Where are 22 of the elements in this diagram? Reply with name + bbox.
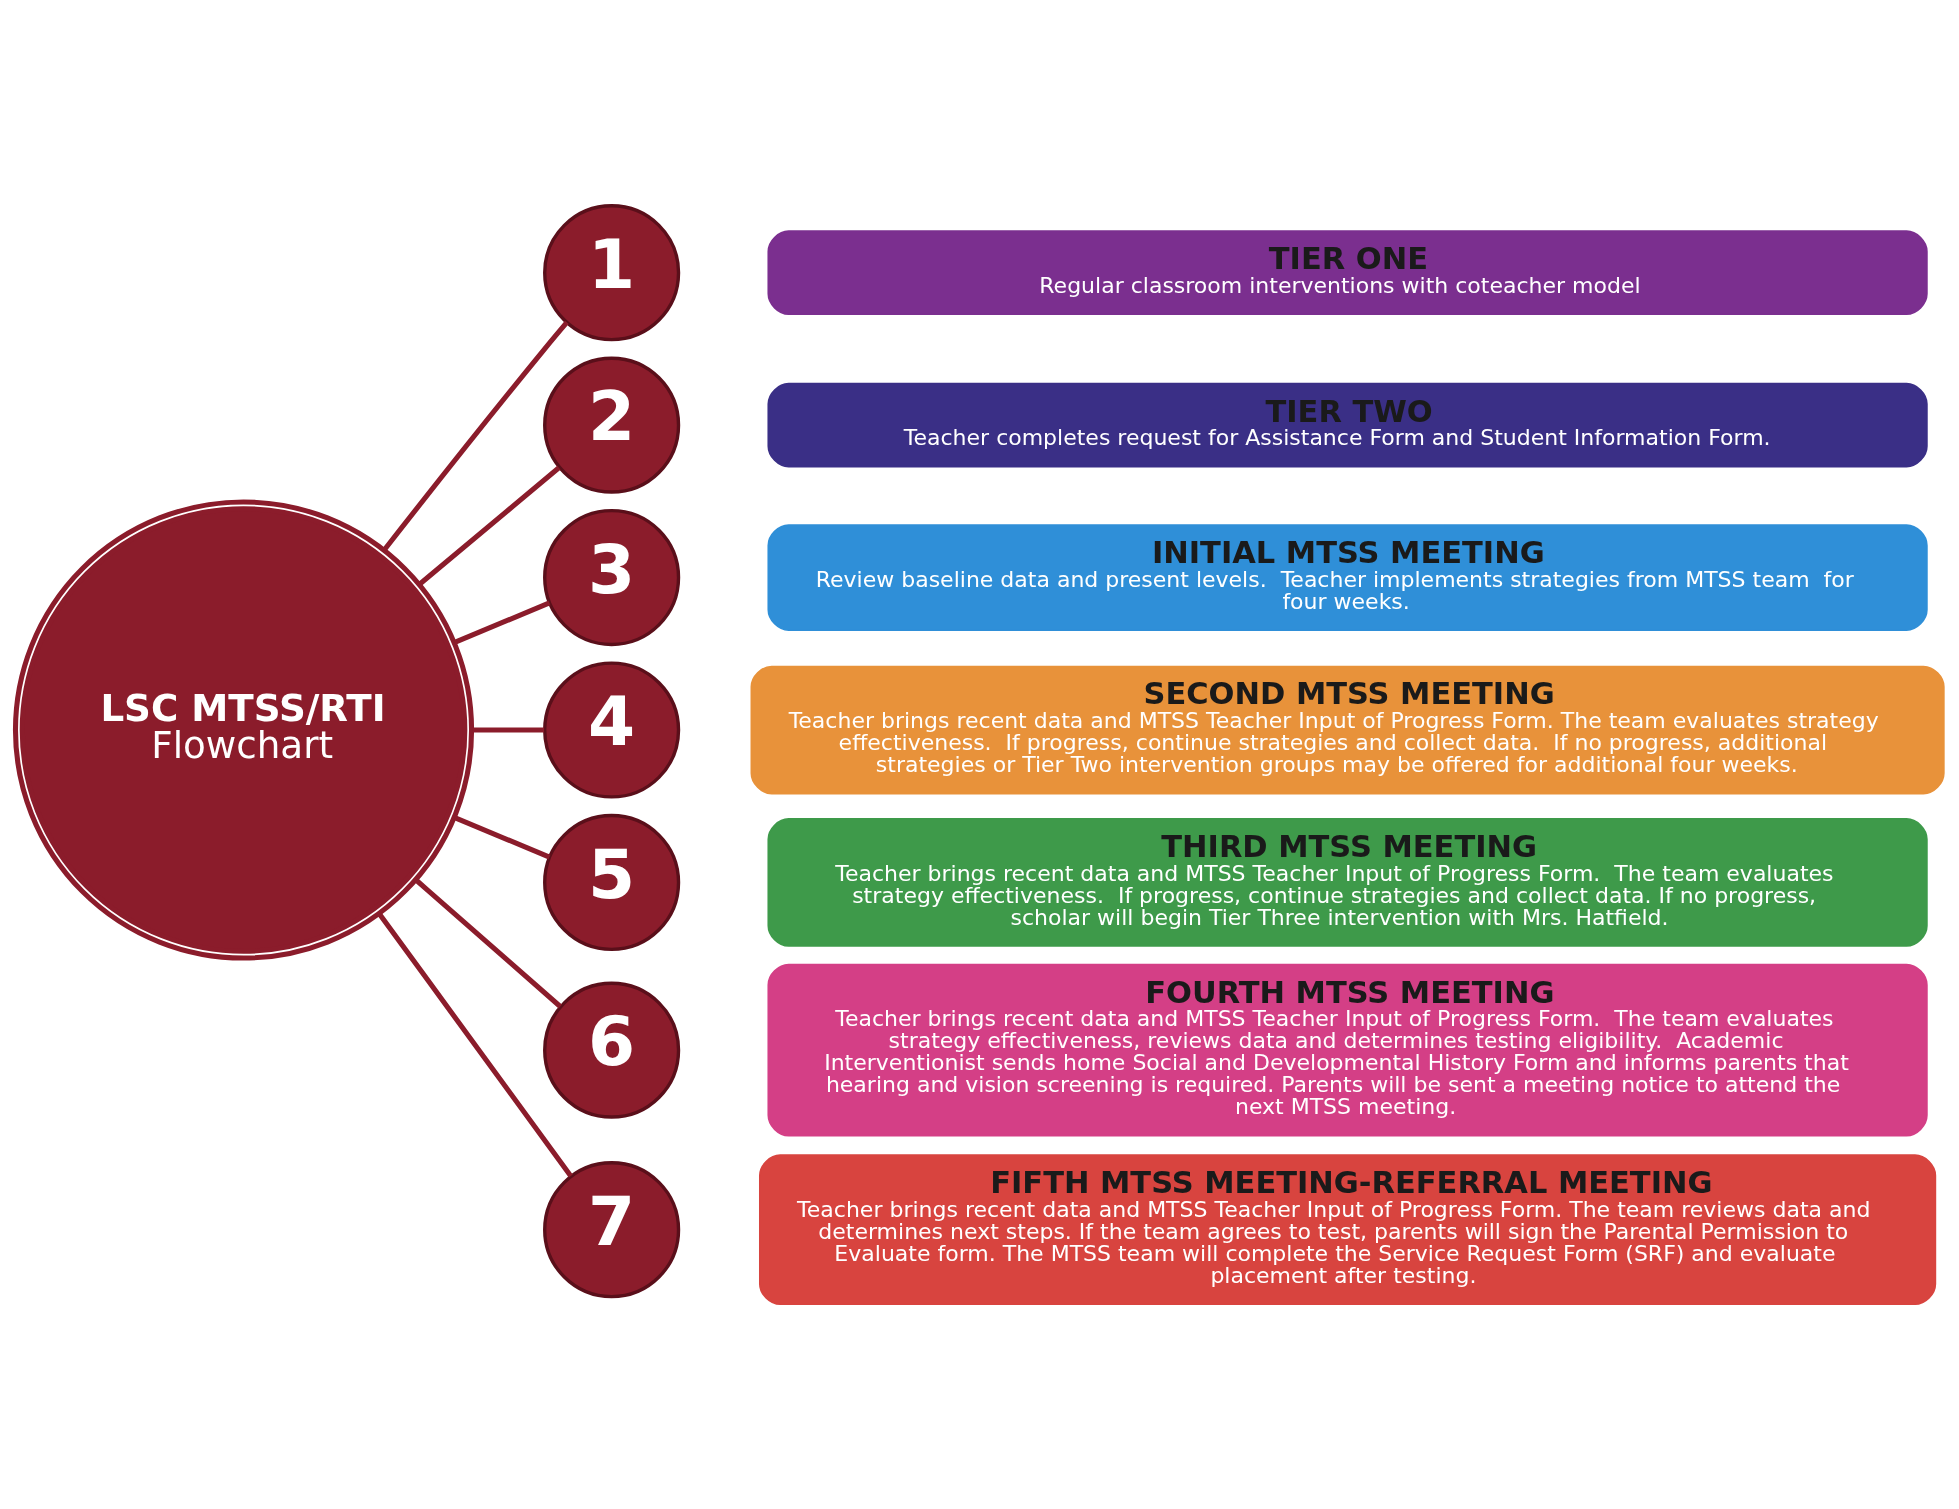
connector xyxy=(453,600,551,645)
node-circle: 5 xyxy=(543,813,681,951)
node-box: FOURTH MTSS MEETING Teacher brings recent data and MTSS Teacher Input of Progress Form. The team evaluates strategy effectiveness, reviews data and determines testing eligibility. Academic Interventionist sends home Social and Developmental History Form and informs parents that hearing and vision screening is required. Parents will be sent a meeting notice to attend the next MTSS meeting. xyxy=(767,963,1928,1137)
node-box: THIRD MTSS MEETING Teacher brings recent data and MTSS Teacher Input of Progress Form. The team evaluates strategy effectiveness. If progress, continue strategies and collect data. If no progress, scholar will begin Tier Three intervention with Mrs. Hatfield. xyxy=(767,817,1928,947)
node-circle: 7 xyxy=(543,1160,681,1298)
connector xyxy=(414,877,562,1008)
connector xyxy=(382,320,569,551)
node-circle: LSC MTSS/RTI Flowchart xyxy=(12,498,475,961)
node-box: TIER ONE Regular classroom interventions with coteacher model xyxy=(767,229,1928,315)
node-circle: 4 xyxy=(543,660,681,799)
node-box: FIFTH MTSS MEETING-REFERRAL MEETING Teacher brings recent data and MTSS Teacher Input of Progress Form. The team reviews data and determines next steps. If the team agrees to test, parents will sign the Parental Permission to Evaluate form. The MTSS team will complete the Service Request Form (SRF) and evaluate placement after testing. xyxy=(759,1153,1937,1305)
node-circle: 3 xyxy=(543,508,681,646)
connector xyxy=(472,727,545,733)
node-circle: 1 xyxy=(543,203,681,341)
node-circle: 2 xyxy=(543,356,681,494)
node-box: SECOND MTSS MEETING Teacher brings recent data and MTSS Teacher Input of Progress Form. The team evaluates strategy effectiveness. If progress, continue strategies and collect data. If no progress, additional strategies or Tier Two intervention groups may be offered for additional four weeks. xyxy=(750,665,1945,794)
node-circle: 6 xyxy=(543,981,681,1119)
node-box: TIER TWO Teacher completes request for Assistance Form and Student Information Form. xyxy=(767,382,1928,467)
connector xyxy=(377,911,573,1177)
connector xyxy=(417,465,561,586)
node-box: INITIAL MTSS MEETING Review baseline data and present levels. Teacher implements strategies from MTSS team for four weeks. xyxy=(767,523,1928,631)
connector xyxy=(453,814,551,859)
